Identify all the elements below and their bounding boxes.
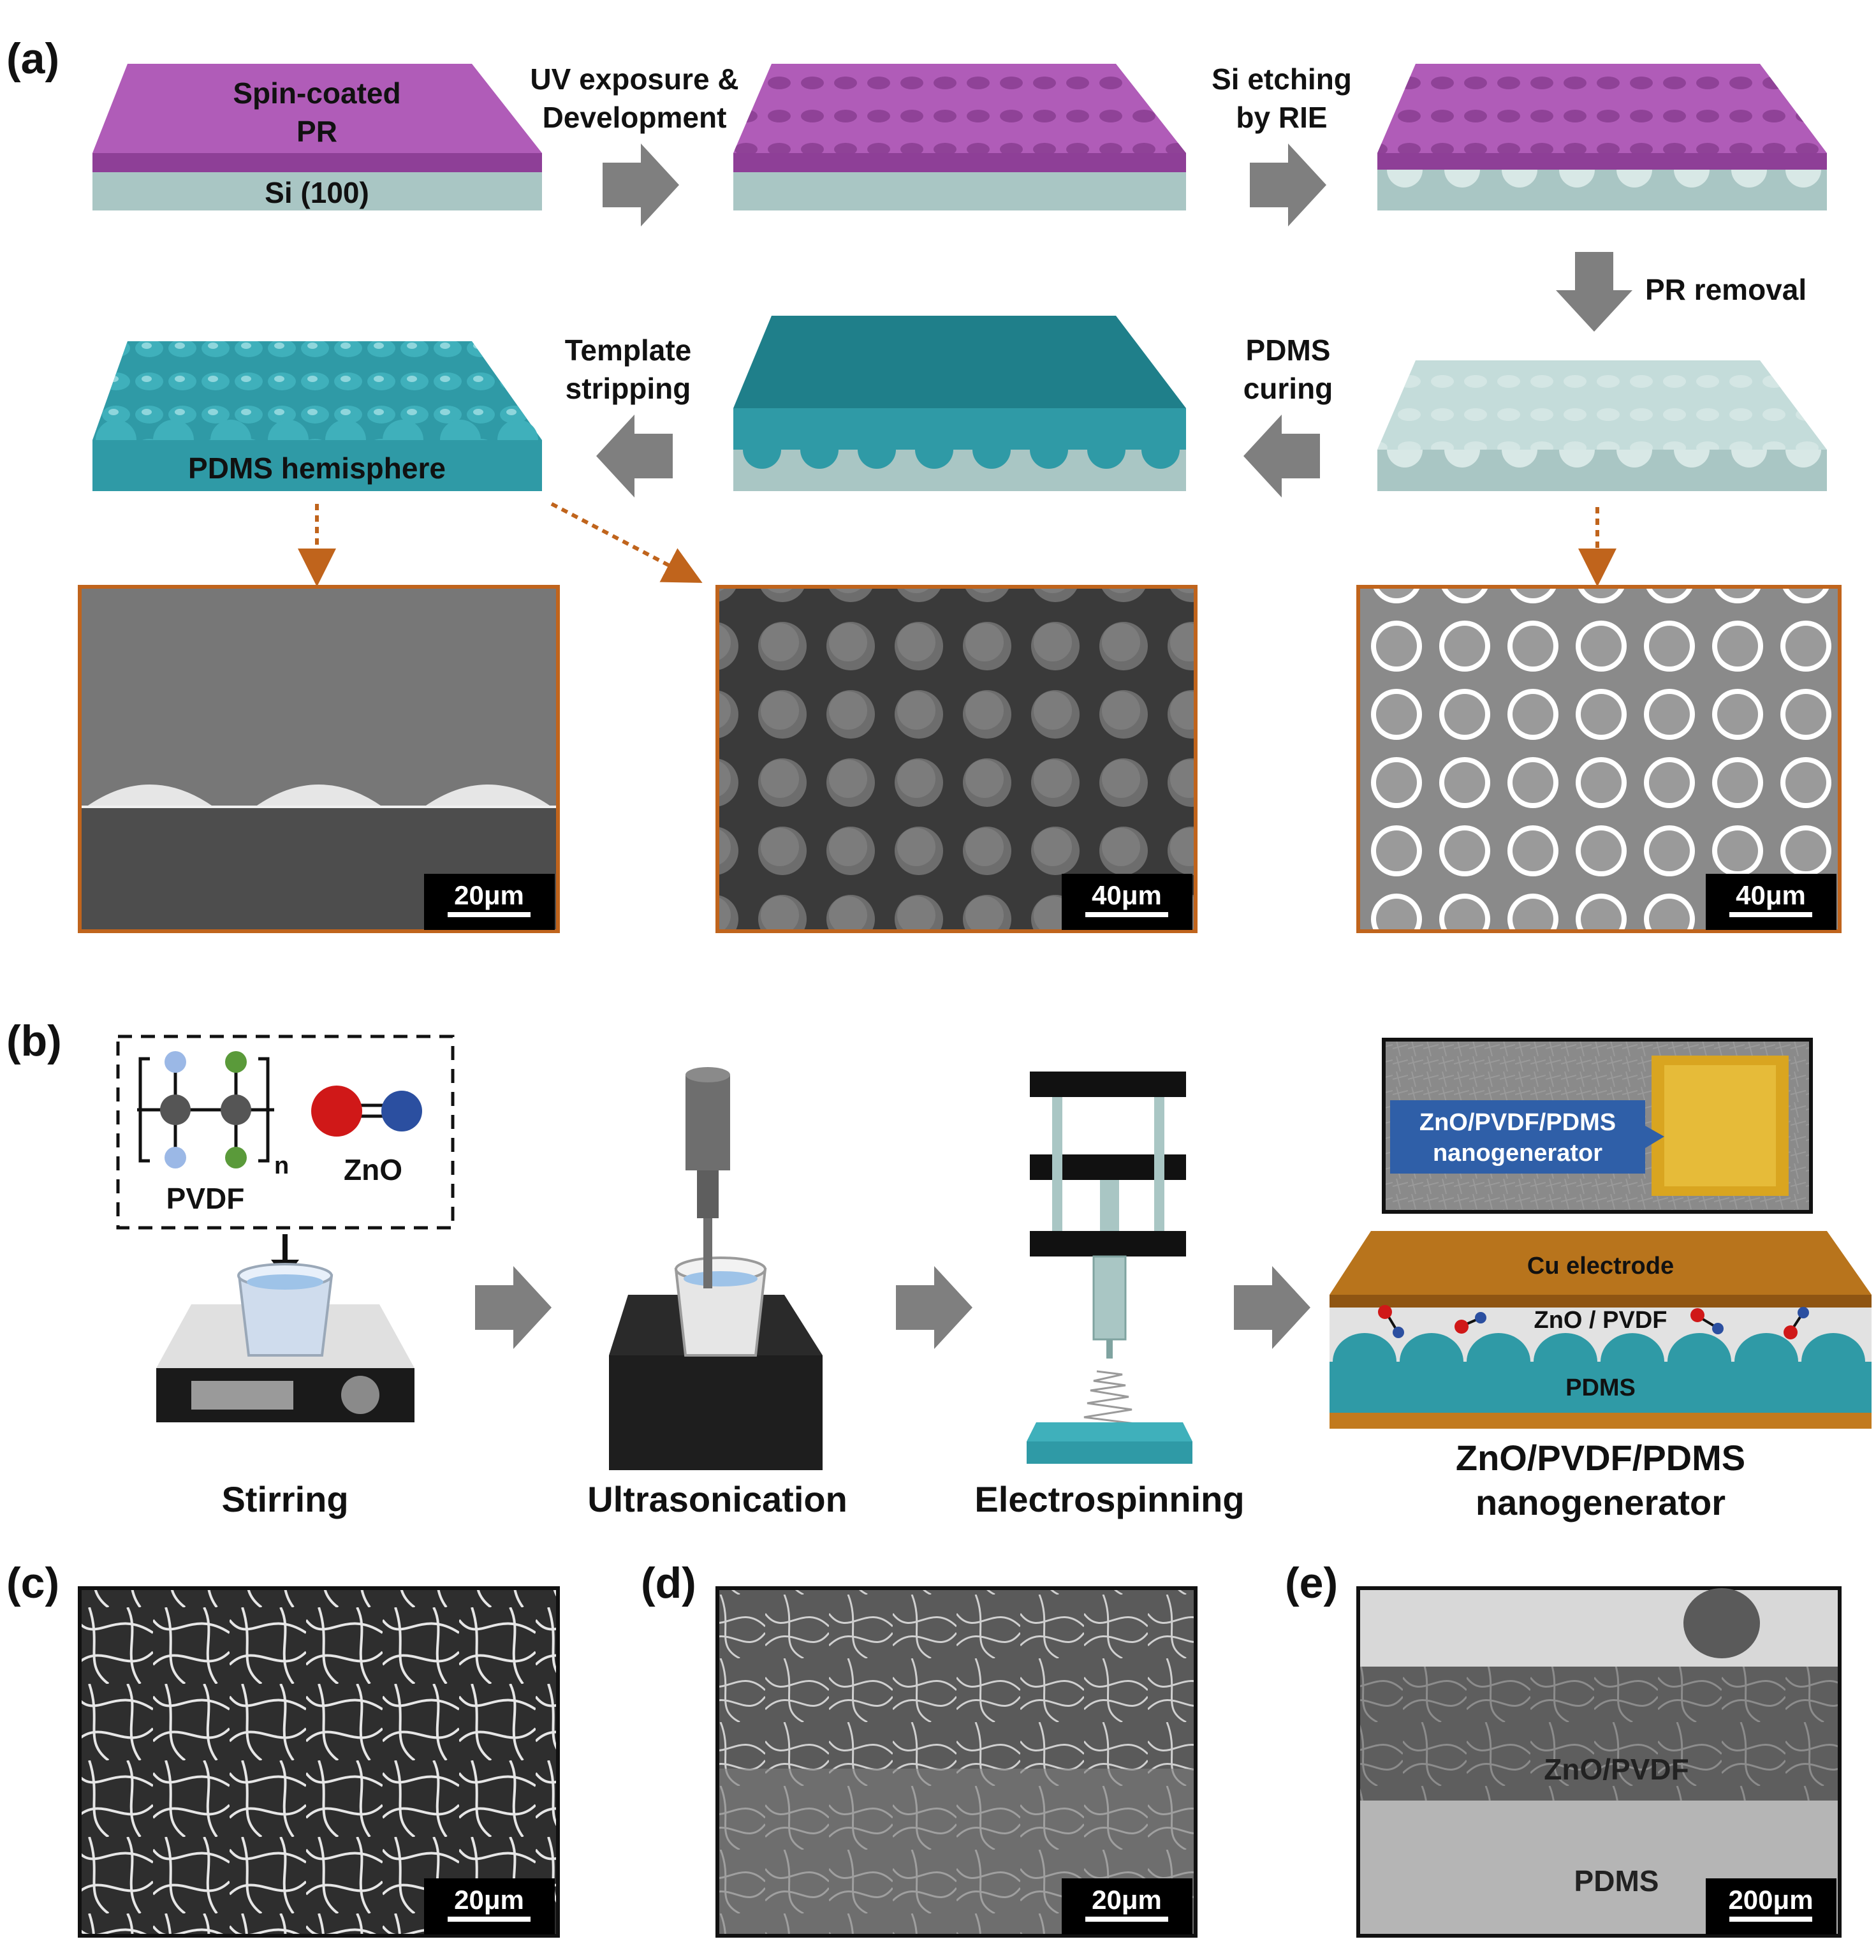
arrow-right-icon xyxy=(896,1266,972,1349)
arrow-right-icon xyxy=(1234,1266,1310,1349)
scale-bar-label: 200μm xyxy=(1728,1885,1813,1915)
sem-image-holes: 40μm xyxy=(1356,585,1842,933)
ultrasonicator-illustration xyxy=(609,1067,823,1470)
layer-zno-pvdf-label: ZnO / PVDF xyxy=(1534,1307,1667,1334)
panel-label-a: (a) xyxy=(6,34,59,83)
step-pdms-curing-line2: curing xyxy=(1243,372,1333,405)
sem-image-cross-section: 20μm xyxy=(78,585,560,933)
step-electrospinning: Electrospinning xyxy=(974,1479,1244,1519)
stirrer-illustration xyxy=(156,1263,414,1422)
scale-bar-label: 20μm xyxy=(454,880,524,910)
wafer-pdms-on-si xyxy=(733,316,1186,491)
device-caption-line1: ZnO/PVDF/PDMS xyxy=(1456,1438,1745,1478)
panel-label-d: (d) xyxy=(641,1559,696,1607)
wafer-pr-on-si: Spin-coated PR Si (100) xyxy=(92,64,542,210)
arrow-left-icon xyxy=(596,415,673,497)
step-etch-line2: by RIE xyxy=(1236,101,1327,134)
panel-label-c: (c) xyxy=(6,1559,59,1607)
chemical-structure-box: n PVDF ZnO xyxy=(116,1035,455,1230)
arrow-right-icon xyxy=(1250,144,1326,226)
step-uv-line2: Development xyxy=(543,101,727,134)
e-label-pdms: PDMS xyxy=(1574,1864,1659,1897)
sem-image-domes: 40μm xyxy=(715,585,1198,933)
hemisphere-label: PDMS hemisphere xyxy=(188,452,446,485)
layer-pdms-label: PDMS xyxy=(1565,1374,1636,1401)
step-pr-removal: PR removal xyxy=(1645,273,1806,306)
sem-image-nanofibers-top: 20μm xyxy=(78,1586,560,1938)
pr-label-line2: PR xyxy=(297,115,337,148)
scale-bar-label: 20μm xyxy=(1092,1885,1162,1915)
sem-image-cross-section-device: ZnO/PVDF PDMS 200μm xyxy=(1356,1586,1842,1938)
step-uv-line1: UV exposure & xyxy=(530,63,738,96)
step-pdms-curing-line1: PDMS xyxy=(1246,334,1331,367)
panel-label-b: (b) xyxy=(6,1017,62,1065)
electrospinning-illustration xyxy=(1027,1072,1192,1464)
device-cross-section: Cu electrode ZnO / PVDF PDMS xyxy=(1330,1231,1872,1429)
photo-label-line2: nanogenerator xyxy=(1433,1140,1602,1167)
wafer-etched xyxy=(1377,64,1827,210)
arrow-down-icon xyxy=(1556,252,1632,332)
si-label: Si (100) xyxy=(265,176,369,209)
wafer-si-template xyxy=(1377,360,1827,491)
dotted-arrow xyxy=(550,502,703,583)
scale-bar-label: 40μm xyxy=(1092,880,1162,910)
step-stirring: Stirring xyxy=(221,1479,348,1519)
pvdf-subscript: n xyxy=(274,1153,289,1179)
scale-bar-label: 40μm xyxy=(1736,880,1806,910)
step-ultrasonication: Ultrasonication xyxy=(587,1479,847,1519)
device-caption-line2: nanogenerator xyxy=(1476,1482,1726,1522)
sem-image-nanofibers-tilted: 20μm xyxy=(715,1586,1198,1938)
step-template-line2: stripping xyxy=(566,372,691,405)
wafer-patterned-pr xyxy=(733,64,1186,210)
layer-cu-label: Cu electrode xyxy=(1527,1253,1674,1279)
device-photo: ZnO/PVDF/PDMS nanogenerator xyxy=(1382,1038,1813,1214)
pvdf-label: PVDF xyxy=(166,1182,245,1215)
step-etch-line1: Si etching xyxy=(1212,63,1352,96)
panel-label-e: (e) xyxy=(1285,1559,1338,1607)
zno-label: ZnO xyxy=(344,1153,402,1186)
arrow-right-icon xyxy=(475,1266,552,1349)
scale-bar-label: 20μm xyxy=(454,1885,524,1915)
arrow-left-icon xyxy=(1243,415,1320,497)
zno-particle-icon xyxy=(1378,1305,1809,1339)
arrow-right-icon xyxy=(603,144,679,226)
step-template-line1: Template xyxy=(565,334,692,367)
pr-label-line1: Spin-coated xyxy=(233,77,400,110)
photo-label-line1: ZnO/PVDF/PDMS xyxy=(1419,1109,1616,1136)
wafer-pdms-hemisphere: PDMS hemisphere xyxy=(92,341,542,491)
e-label-zno-pvdf: ZnO/PVDF xyxy=(1544,1753,1689,1786)
